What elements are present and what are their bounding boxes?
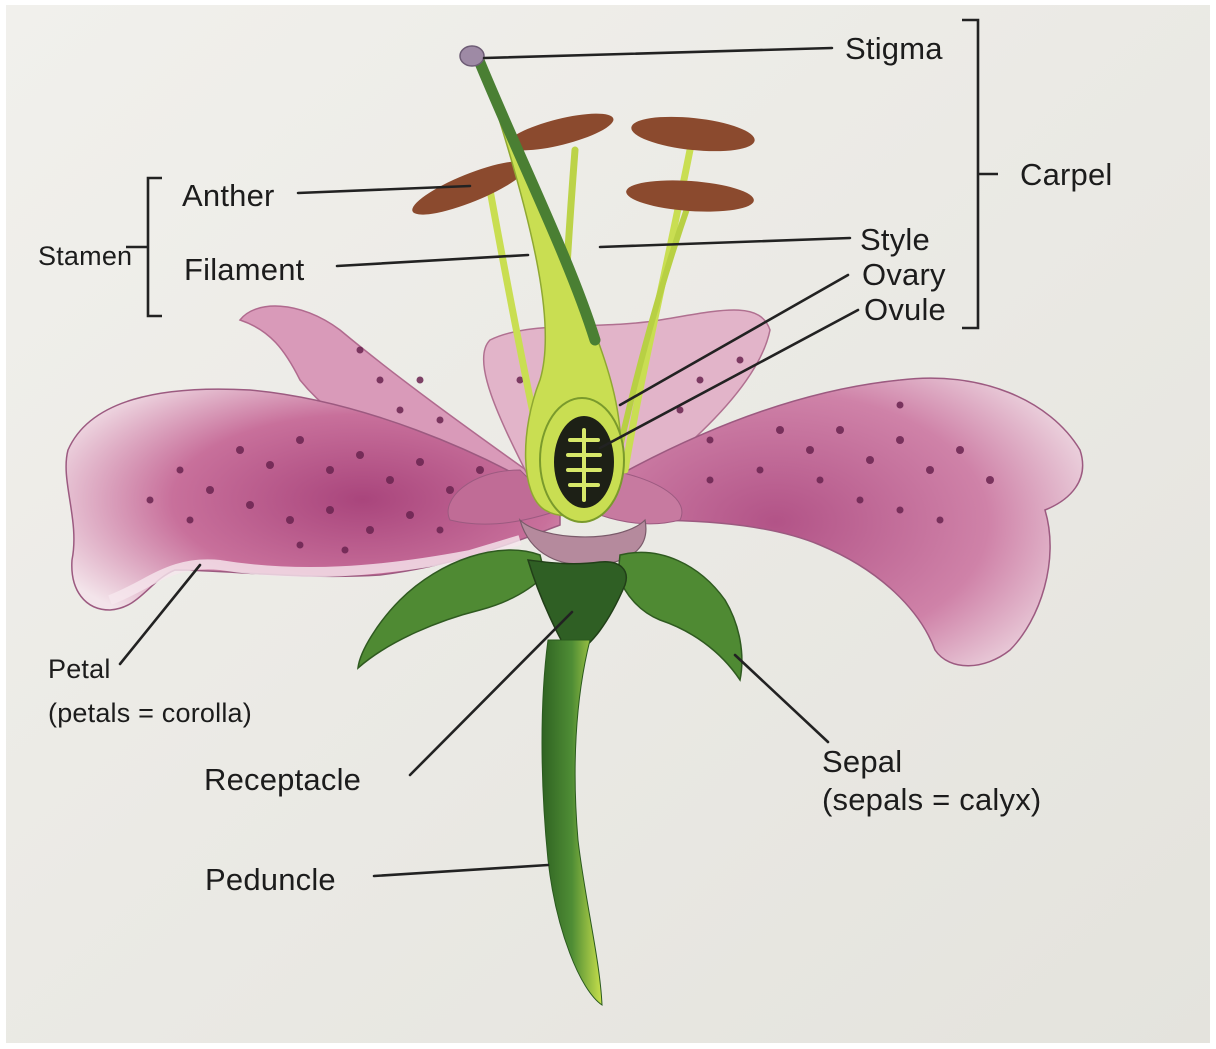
- label-carpel: Carpel: [1020, 157, 1113, 192]
- label-receptacle: Receptacle: [204, 762, 361, 797]
- label-filament: Filament: [184, 252, 305, 287]
- stigma: [460, 46, 484, 66]
- label-style: Style: [860, 222, 930, 257]
- label-anther: Anther: [182, 178, 275, 213]
- label-peduncle: Peduncle: [205, 862, 336, 897]
- label-ovule: Ovule: [864, 292, 946, 327]
- label-stamen: Stamen: [38, 241, 132, 271]
- label-petal-note: (petals = corolla): [48, 698, 252, 728]
- label-petal: Petal: [48, 654, 111, 684]
- label-stigma: Stigma: [845, 31, 943, 66]
- label-sepal: Sepal: [822, 744, 902, 779]
- label-sepal-note: (sepals = calyx): [822, 782, 1041, 817]
- label-ovary: Ovary: [862, 257, 946, 292]
